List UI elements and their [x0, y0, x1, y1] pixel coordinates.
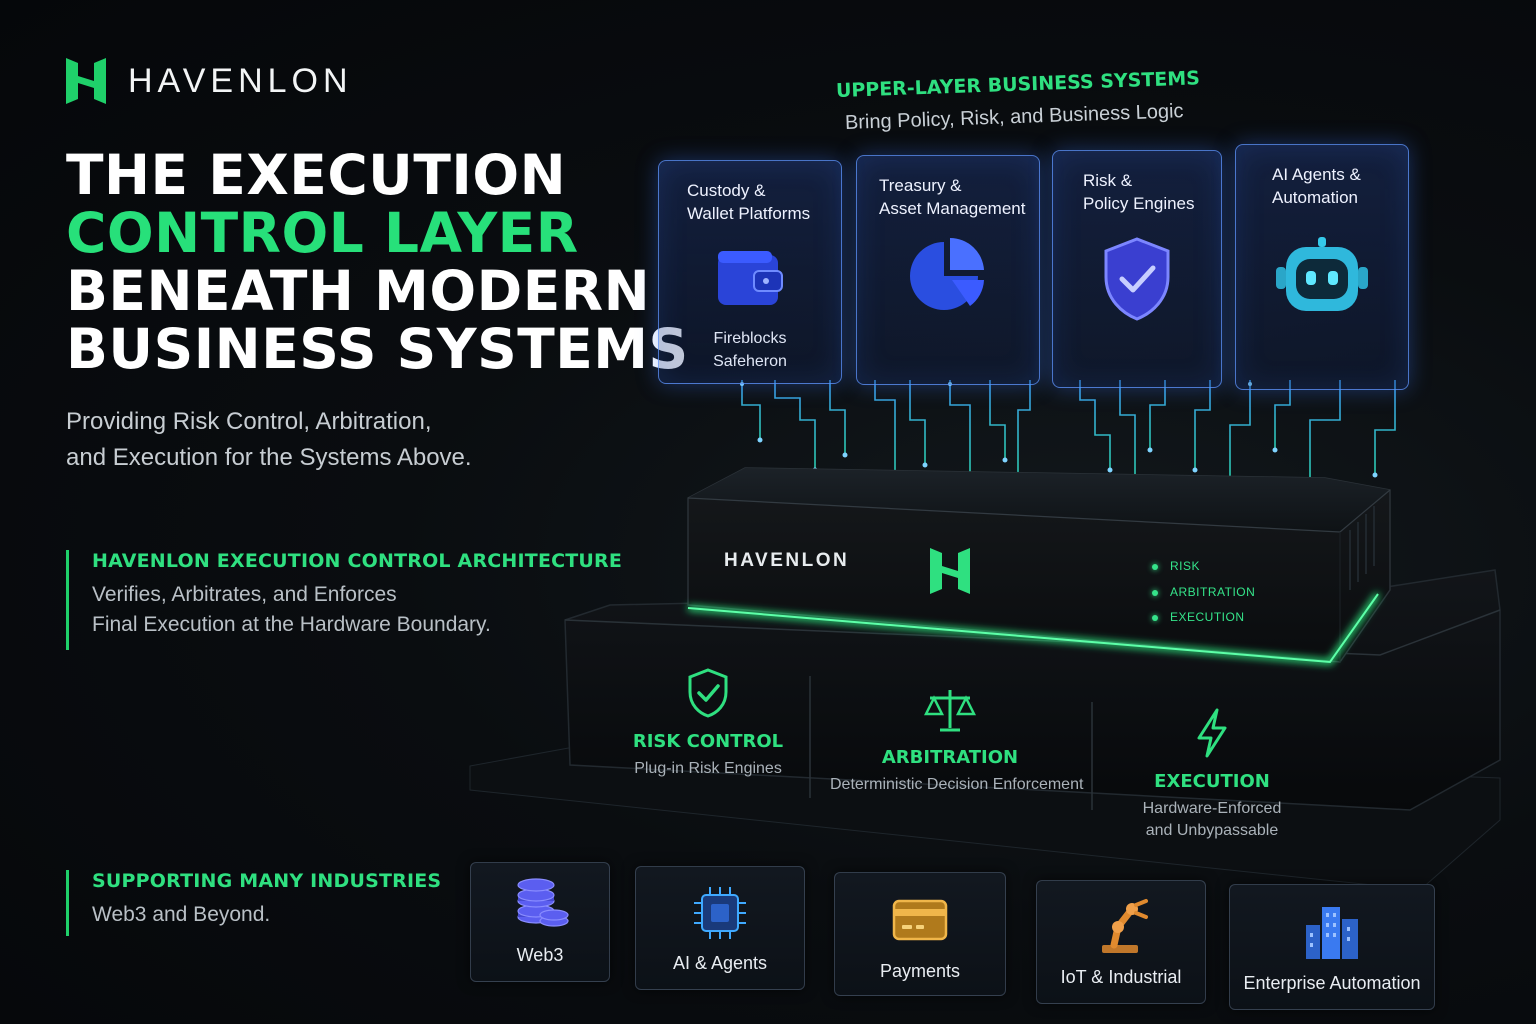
base-column-title: ARBITRATION: [881, 747, 1019, 768]
architecture-line-1: Verifies, Arbitrates, and Enforces: [92, 583, 397, 606]
credit-card-icon: [892, 899, 948, 946]
havenlon-logo-icon: [66, 58, 106, 104]
status-led-icon: [1152, 589, 1158, 596]
industry-card-web3[interactable]: Web3: [470, 862, 610, 982]
provider-fireblocks: Fireblocks: [713, 330, 787, 347]
upper-card-title-line-2: Wallet Platforms: [687, 204, 811, 223]
industries-text: Web3 and Beyond.: [92, 903, 271, 926]
shield-check-icon: [1102, 237, 1172, 326]
industry-card-label: IoT & Industrial: [1060, 967, 1182, 987]
upper-layer-title: UPPER-LAYER BUSINESS SYSTEMS: [835, 67, 1201, 102]
brand-name: HAVENLON: [128, 61, 353, 100]
upper-card-ai-agents[interactable]: AI Agents & Automation: [1235, 144, 1409, 390]
coins-stack-icon: [510, 877, 570, 936]
architecture-section: HAVENLON EXECUTION CONTROL ARCHITECTURE …: [66, 550, 622, 650]
base-column-arbitration: ARBITRATION Deterministic Decision Enfor…: [830, 688, 1084, 796]
upper-card-title: Custody & Wallet Platforms: [687, 179, 810, 225]
upper-card-title-line-2: Automation: [1272, 188, 1358, 207]
upper-card-risk-policy[interactable]: Risk & Policy Engines: [1052, 150, 1222, 388]
architecture-title: HAVENLON EXECUTION CONTROL ARCHITECTURE: [92, 550, 623, 572]
device-brand-label: HAVENLON: [724, 550, 850, 571]
headline-line-1: THE EXECUTION: [66, 143, 567, 207]
lightning-icon: [1092, 708, 1332, 763]
scales-icon: [830, 688, 1070, 739]
robot-arm-icon: [1092, 895, 1150, 960]
status-led-icon: [1152, 614, 1158, 621]
upper-card-providers: Fireblocks Safeheron: [659, 327, 841, 373]
upper-layer-subtitle: Bring Policy, Risk, and Business Logic: [844, 100, 1184, 134]
headline-line-2: CONTROL LAYER: [66, 201, 579, 265]
industry-card-enterprise-automation[interactable]: Enterprise Automation: [1229, 884, 1435, 1010]
device-status-label: RISK: [1170, 559, 1201, 573]
upper-card-title: Treasury & Asset Management: [879, 174, 1025, 220]
base-column-text-line-2: and Unbypassable: [1145, 822, 1279, 839]
base-column-title: EXECUTION: [1154, 771, 1270, 792]
architecture-line-2: Final Execution at the Hardware Boundary…: [92, 613, 491, 636]
upper-card-treasury[interactable]: Treasury & Asset Management: [856, 155, 1040, 385]
industry-card-iot-industrial[interactable]: IoT & Industrial: [1036, 880, 1206, 1004]
brand: HAVENLON: [66, 58, 353, 104]
base-column-execution: EXECUTION Hardware-Enforced and Unbypass…: [1092, 708, 1332, 842]
upper-card-custody[interactable]: Custody & Wallet Platforms Fireblocks Sa…: [658, 160, 842, 384]
upper-card-title-line-2: Policy Engines: [1083, 194, 1195, 213]
status-led-icon: [1152, 563, 1158, 570]
circuit-lines: [740, 380, 1396, 485]
industry-card-ai-agents[interactable]: AI & Agents: [635, 866, 805, 990]
industry-card-label: Enterprise Automation: [1243, 973, 1421, 993]
upper-card-title-line-1: Risk &: [1083, 171, 1133, 190]
wallet-icon: [716, 249, 784, 314]
subheadline-line-2: and Execution for the Systems Above.: [66, 444, 472, 471]
headline-line-3: BENEATH MODERN: [66, 259, 651, 323]
upper-card-title: AI Agents & Automation: [1272, 163, 1361, 209]
base-column-text-line-1: Hardware-Enforced: [1142, 800, 1282, 817]
base-column-risk-control: RISK CONTROL Plug-in Risk Engines: [588, 668, 828, 780]
buildings-icon: [1302, 903, 1362, 966]
base-column-text: Hardware-Enforced and Unbypassable: [1092, 798, 1332, 842]
upper-card-title: Risk & Policy Engines: [1083, 169, 1195, 215]
device-status-arbitration: ARBITRATION: [1152, 585, 1255, 599]
upper-card-title-line-1: AI Agents &: [1272, 165, 1361, 184]
provider-safeheron: Safeheron: [713, 353, 787, 370]
device-status-risk: RISK: [1152, 559, 1200, 573]
industry-card-label: Payments: [879, 961, 961, 981]
base-column-text: Plug-in Risk Engines: [634, 760, 782, 777]
industry-card-payments[interactable]: Payments: [834, 872, 1006, 996]
headline-line-4: BUSINESS SYSTEMS: [66, 317, 689, 381]
industries-section: SUPPORTING MANY INDUSTRIES Web3 and Beyo…: [66, 870, 441, 936]
upper-card-title-line-1: Custody &: [687, 181, 766, 200]
shield-check-icon: [588, 668, 828, 723]
upper-card-title-line-2: Asset Management: [879, 199, 1026, 218]
base-column-title: RISK CONTROL: [632, 731, 784, 752]
device-logo-icon: [930, 548, 970, 599]
industry-card-label: Web3: [516, 945, 564, 965]
architecture-text: Verifies, Arbitrates, and Enforces Final…: [92, 580, 622, 640]
havenlon-device-stack: [469, 467, 1501, 890]
subheadline-line-1: Providing Risk Control, Arbitration,: [66, 408, 432, 435]
industries-title: SUPPORTING MANY INDUSTRIES: [92, 870, 442, 892]
page-title: THE EXECUTION CONTROL LAYER BENEATH MODE…: [66, 143, 689, 381]
base-column-text: Deterministic Decision Enforcement: [830, 776, 1084, 793]
chip-icon: [692, 885, 748, 946]
subheadline: Providing Risk Control, Arbitration, and…: [66, 404, 472, 476]
pie-chart-icon: [908, 236, 988, 321]
industry-card-label: AI & Agents: [672, 953, 768, 973]
robot-icon: [1274, 237, 1370, 320]
device-status-label: ARBITRATION: [1170, 585, 1256, 599]
upper-card-title-line-1: Treasury &: [879, 176, 962, 195]
device-status-execution: EXECUTION: [1152, 610, 1245, 624]
device-status-label: EXECUTION: [1170, 610, 1245, 624]
